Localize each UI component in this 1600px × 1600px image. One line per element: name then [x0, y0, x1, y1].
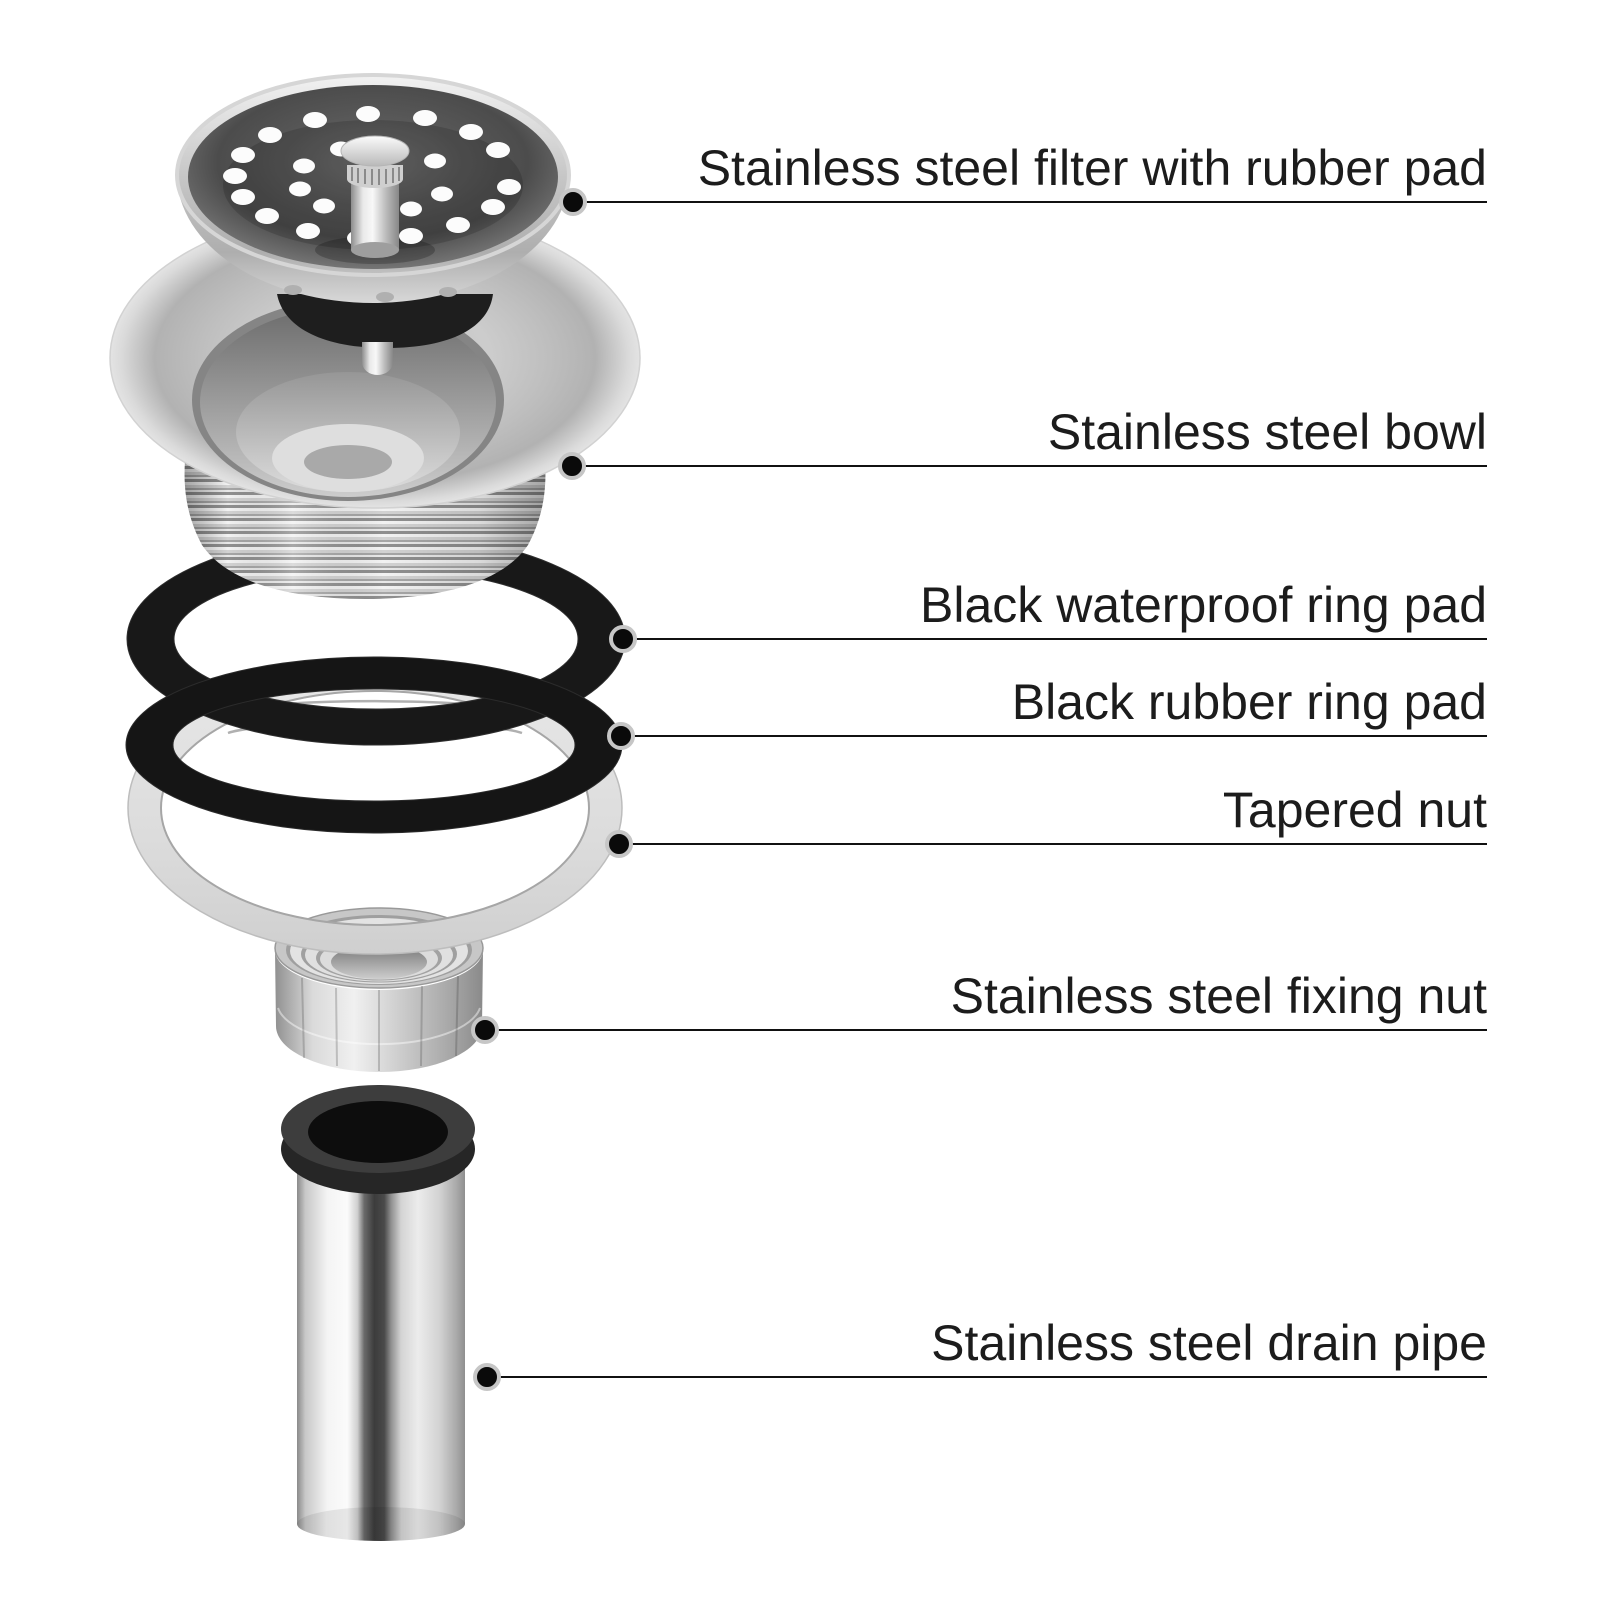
filter-pin [362, 342, 393, 376]
callout-line [621, 735, 1487, 737]
callout-label: Tapered nut [1222, 782, 1487, 838]
filter-rubber-stopper [277, 294, 493, 376]
callout-line [485, 1029, 1487, 1031]
callout-dot [607, 722, 635, 750]
callout-dot [473, 1363, 501, 1391]
callout-line [623, 638, 1487, 640]
callout-label: Black waterproof ring pad [920, 577, 1487, 633]
filter-holes [223, 106, 521, 246]
callout-label: Stainless steel fixing nut [950, 968, 1487, 1024]
strainer-filter-illustration [175, 73, 571, 303]
drain-pipe-illustration [281, 1085, 475, 1541]
callout-dot [609, 625, 637, 653]
callout-line [619, 843, 1487, 845]
filter-knob [340, 135, 410, 258]
callout-dot [558, 452, 586, 480]
callout-label: Black rubber ring pad [1011, 674, 1487, 730]
callout-dot [559, 188, 587, 216]
callout-label: Stainless steel filter with rubber pad [697, 140, 1487, 196]
callout-line [487, 1376, 1487, 1378]
callout-dot [471, 1016, 499, 1044]
callout-line [572, 465, 1487, 467]
callout-dot [605, 830, 633, 858]
callout-label: Stainless steel bowl [1047, 404, 1487, 460]
callout-line [573, 201, 1487, 203]
callout-label: Stainless steel drain pipe [931, 1315, 1487, 1371]
